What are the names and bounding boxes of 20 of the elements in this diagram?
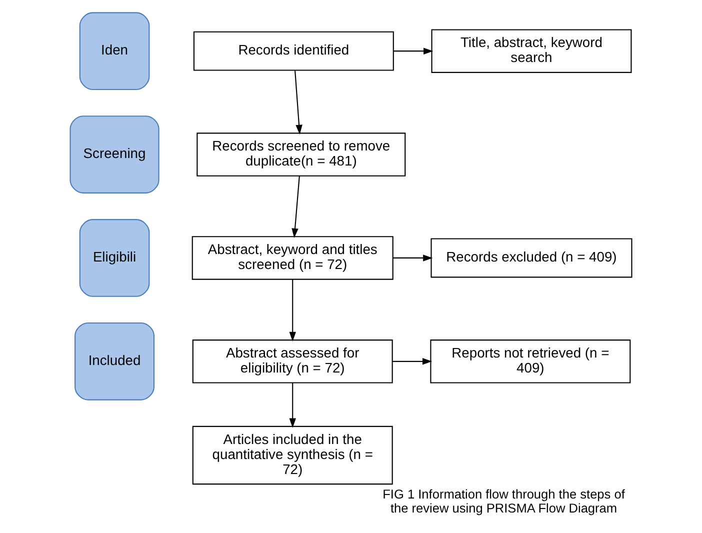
arrow <box>289 382 296 428</box>
arrow <box>294 70 302 135</box>
node-box: Records identified <box>193 31 394 71</box>
node-box: Records excluded (n = 409) <box>430 238 632 278</box>
caption: FIG 1 Information flow through the steps of the review using PRISMA Flow Diagram <box>382 486 625 516</box>
node-box: Included <box>74 322 155 400</box>
node-box: Reports not retrieved (n = 409) <box>430 340 631 384</box>
node-box: Title, abstract, keyword search <box>431 29 632 73</box>
node-box: Abstract, keyword and titles screened (n = 72) <box>192 236 394 280</box>
node-box: Records screened to remove duplicate(n = 481) <box>196 132 406 176</box>
node-box: Iden <box>79 12 150 90</box>
arrow <box>292 176 300 238</box>
arrow <box>392 358 432 365</box>
node-box: Screening <box>70 116 160 194</box>
node-box: Articles included in the quantitative synthesis (n = 72) <box>192 426 393 485</box>
arrow <box>392 254 433 262</box>
arrow <box>289 280 296 342</box>
node-box: Eligibili <box>79 219 150 297</box>
node-box: Abstract assessed for eligibility (n = 72) <box>192 340 393 384</box>
arrow <box>394 48 434 54</box>
